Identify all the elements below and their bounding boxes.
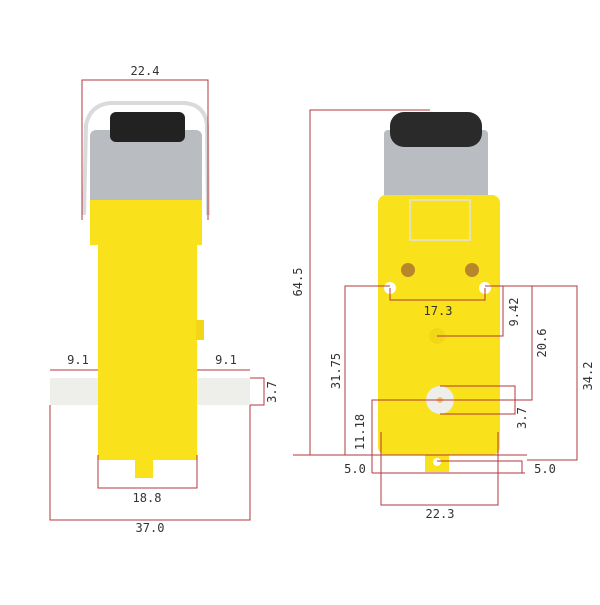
dim-hole-spacing: 17.3	[424, 304, 453, 318]
dim-body-width: 22.3	[426, 507, 455, 521]
tab-hole	[433, 458, 441, 466]
mount-tab	[135, 455, 153, 478]
right-shaft	[195, 378, 250, 405]
dim-tab-left: 5.0	[344, 462, 366, 476]
dim-tab-right: 5.0	[534, 462, 556, 476]
dim-hole-to-center: 9.42	[507, 298, 521, 327]
dim-hole-to-tab: 34.2	[581, 362, 595, 391]
screw	[465, 263, 479, 277]
motor-end-cap	[390, 112, 482, 147]
dim-overall-height: 64.5	[291, 268, 305, 297]
dim-hole-to-shaft: 20.6	[535, 329, 549, 358]
side-view: 22.4 9.1 9.1 3.7 18.8 37.0	[49, 64, 279, 535]
dim-motor-width: 22.4	[131, 64, 160, 78]
dim-shaft-flat: 3.7	[515, 407, 529, 429]
dim-overall-width: 37.0	[136, 521, 165, 535]
motor-can	[90, 130, 202, 215]
dim-shaft-left: 9.1	[67, 353, 89, 367]
gearbox-body	[378, 195, 500, 455]
front-view: 64.5 17.3 9.42 20.6 34.2 31.75 3.7 11.18…	[291, 109, 595, 521]
motor-clip	[82, 101, 210, 216]
screw	[401, 263, 415, 277]
dim-body-width: 18.8	[133, 491, 162, 505]
gearbox-body	[98, 240, 197, 460]
dim-shaft-diameter: 3.7	[265, 381, 279, 403]
dim-shaft-to-tab: 11.18	[353, 414, 367, 450]
left-shaft	[50, 378, 100, 405]
clip-window	[409, 199, 471, 241]
dim-shaft-to-bottom: 31.75	[329, 353, 343, 389]
side-nub	[196, 320, 204, 340]
gearbox-top	[90, 200, 202, 245]
motor-end-cap	[110, 112, 185, 142]
dim-shaft-right: 9.1	[215, 353, 237, 367]
motor-can	[384, 130, 488, 200]
